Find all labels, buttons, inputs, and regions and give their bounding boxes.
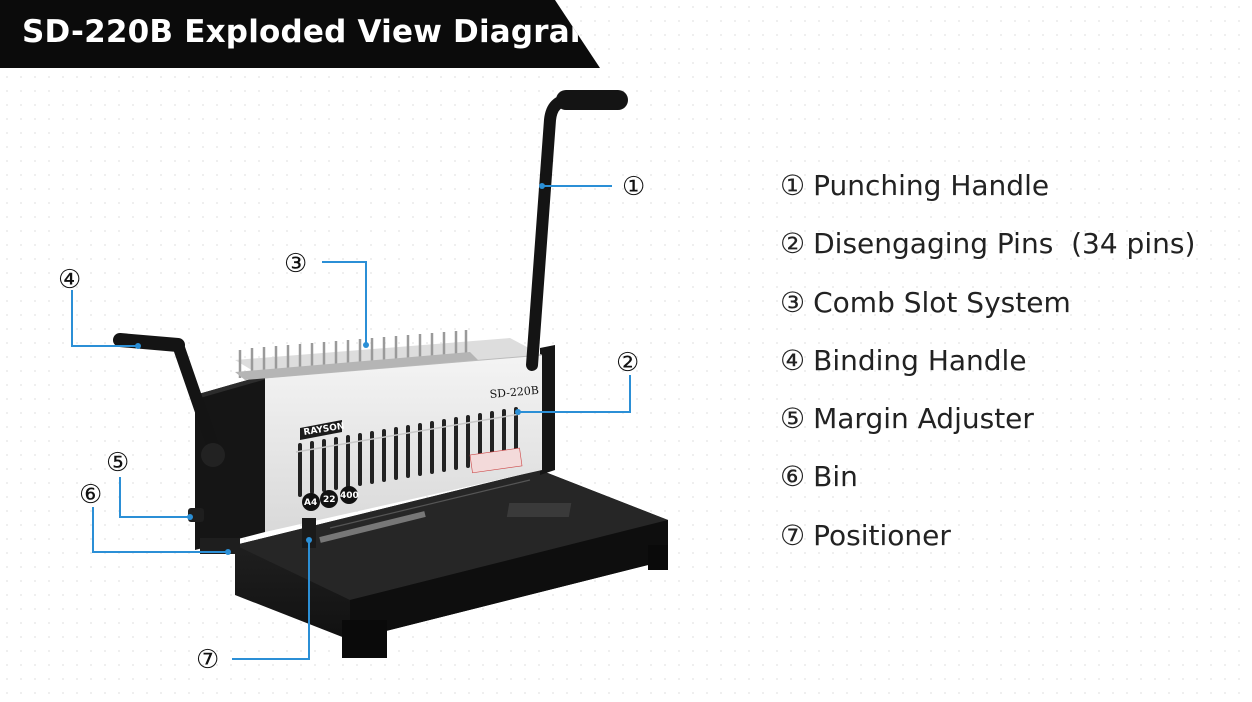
punching-handle [526, 90, 628, 371]
title-banner: SD-220B Exploded View Diagram [0, 0, 600, 68]
warning-sticker [469, 447, 523, 474]
spec-badges: A4 22 400 [302, 486, 359, 511]
page-title: SD-220B Exploded View Diagram [22, 14, 603, 50]
model-label: SD-220B [489, 384, 539, 401]
disengaging-pin-row [295, 413, 521, 453]
callout-numbers: ① ② ③ ④ ⑤ ⑥ ⑦ [58, 172, 645, 675]
binding-handle [113, 333, 225, 467]
callout-5: ⑤ [106, 448, 129, 478]
legend-label: Punching Handle [813, 169, 1050, 202]
leader-3 [322, 261, 367, 345]
positioner [302, 518, 316, 548]
leader-5 [119, 477, 190, 518]
callout-6: ⑥ [79, 480, 102, 510]
legend-label: Disengaging Pins (34 pins) [813, 227, 1196, 261]
legend-label: Positioner [813, 518, 951, 552]
guide-ruler [319, 479, 531, 543]
leader-7 [232, 540, 310, 660]
leader-2 [518, 375, 631, 413]
leader-lines [71, 185, 631, 660]
legend-label: Margin Adjuster [813, 402, 1034, 436]
badge-22: 22 [323, 495, 336, 505]
base-plate [235, 470, 668, 658]
legend-number: ⑤ [780, 402, 806, 436]
legend-number: ⑦ [780, 518, 806, 552]
legend-number: ③ [780, 285, 806, 319]
comb-rail [235, 352, 478, 380]
callout-4: ④ [58, 265, 81, 295]
callout-3: ③ [284, 249, 307, 279]
callout-1: ① [622, 172, 645, 202]
legend-number: ④ [780, 343, 806, 377]
legend-label: Binding Handle [813, 343, 1027, 377]
badge-a4: A4 [304, 498, 317, 508]
leader-4 [71, 290, 138, 347]
legend-number: ⑥ [780, 460, 806, 494]
legend-label: Bin [813, 460, 858, 494]
leader-6 [92, 507, 228, 553]
leader-dots [135, 183, 545, 555]
badge-400: 400 [340, 491, 359, 501]
legend-number: ② [780, 227, 806, 261]
callout-7: ⑦ [196, 645, 219, 675]
legend-label: Comb Slot System [813, 285, 1071, 319]
callout-2: ② [616, 348, 639, 378]
legend-number: ① [780, 169, 806, 202]
